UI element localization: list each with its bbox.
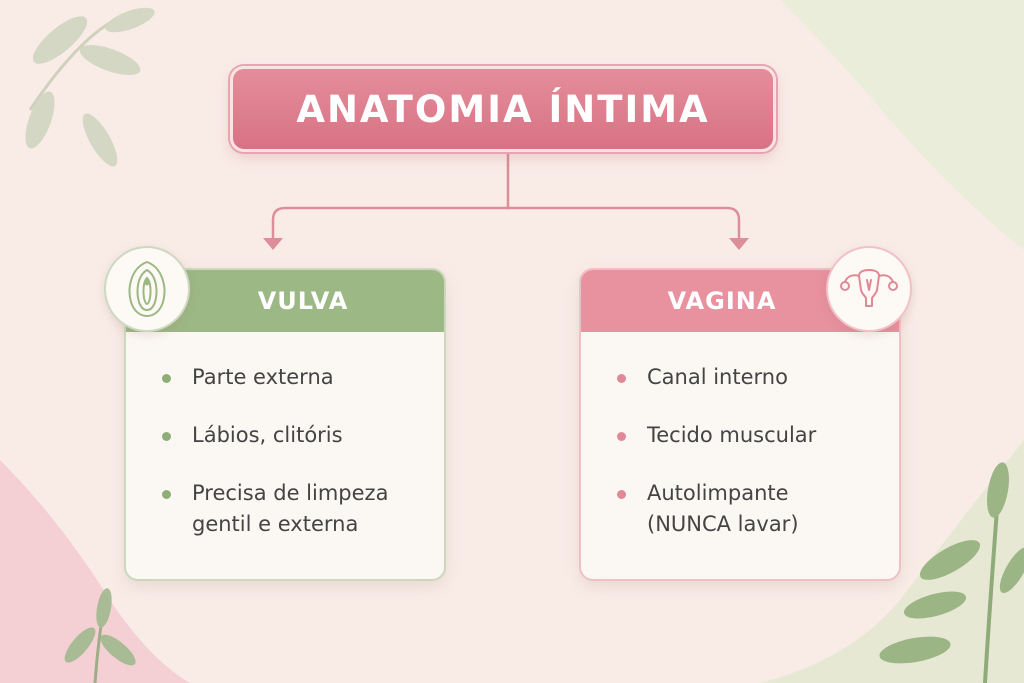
list-item: Tecido muscular — [581, 420, 899, 451]
vulva-badge — [104, 246, 190, 332]
list-item: Precisa de limpeza gentil e externa — [126, 478, 444, 540]
leaf-sprig-top-left — [25, 7, 155, 167]
vagina-item-list: Canal interno Tecido muscular Autolimpan… — [581, 332, 899, 540]
bullet-dot — [617, 490, 626, 499]
vulva-icon — [128, 260, 166, 318]
list-item-text: Canal interno — [647, 365, 788, 389]
list-item-text: Parte externa — [192, 365, 334, 389]
bullet-dot — [162, 490, 171, 499]
list-item-text-line-1: Autolimpante — [647, 481, 789, 505]
title-box: ANATOMIA ÍNTIMA — [230, 66, 776, 152]
connector-right-branch — [506, 206, 741, 242]
list-item-text-line-2: (NUNCA lavar) — [647, 512, 799, 536]
bullet-dot — [162, 374, 171, 383]
background-blob-top-right — [780, 0, 1024, 250]
arrow-down-icon — [729, 238, 749, 250]
vagina-badge — [826, 246, 912, 332]
arrow-down-icon — [263, 238, 283, 250]
connector-left-branch — [271, 206, 510, 242]
bullet-dot — [162, 432, 171, 441]
leaf-sprig-bottom-right — [879, 462, 1024, 683]
uterus-icon — [840, 269, 898, 307]
vulva-item-list: Parte externa Lábios, clitóris Precisa d… — [126, 332, 444, 540]
background-blob-bottom-left — [0, 460, 190, 683]
list-item: Canal interno — [581, 362, 899, 393]
bullet-dot — [617, 374, 626, 383]
list-item: Autolimpante (NUNCA lavar) — [581, 478, 899, 540]
list-item: Parte externa — [126, 362, 444, 393]
list-item-text-line-1: Precisa de limpeza — [192, 481, 389, 505]
bullet-dot — [617, 432, 626, 441]
list-item-text-line-2: gentil e externa — [192, 512, 359, 536]
page-title: ANATOMIA ÍNTIMA — [296, 87, 710, 131]
list-item-text: Tecido muscular — [647, 423, 817, 447]
list-item-text: Lábios, clitóris — [192, 423, 343, 447]
background-blob-bottom-right — [760, 440, 1024, 683]
vulva-card-title: VULVA — [257, 287, 349, 315]
list-item: Lábios, clitóris — [126, 420, 444, 451]
vagina-card-title: VAGINA — [667, 287, 777, 315]
leaf-sprig-bottom-left — [64, 588, 136, 683]
